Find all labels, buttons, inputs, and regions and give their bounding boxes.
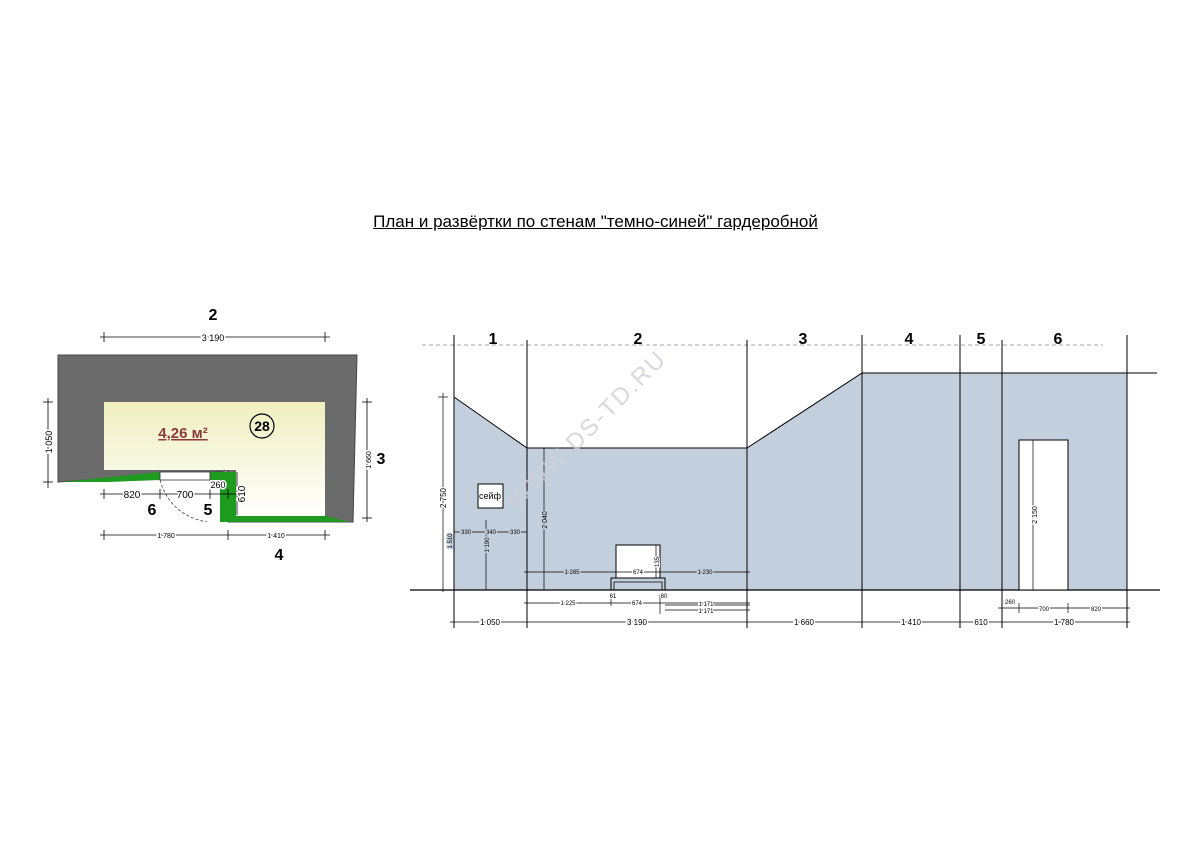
elevation-section-number-6: 6	[1054, 331, 1063, 348]
elevation-safe	[477, 483, 504, 509]
elev-dim-row2-1225: 1 225	[560, 601, 576, 607]
elev-dim-safe-340: 340	[486, 530, 497, 536]
plan-wall-label-right: 3	[377, 451, 386, 468]
elev-dim-bottom-1050: 1 050	[480, 618, 501, 627]
plan-dim-bottom-left: 1 780	[157, 533, 175, 540]
plan-wall-label-bottom-mid: 5	[204, 502, 213, 519]
elev-dim-row2-674: 674	[632, 601, 643, 607]
elevation-section-number-1: 1	[489, 331, 498, 348]
elev-dim-height-1190: 1 190	[485, 537, 491, 553]
plan-dim-610: 610	[237, 485, 248, 502]
elev-dim-row1-1230: 1 230	[697, 570, 713, 576]
elev-dim-bottom-610: 610	[974, 618, 988, 627]
elev-dim-row2-1171b: 1 171	[698, 609, 714, 615]
plan-door-swing	[159, 479, 208, 523]
elev-dim-bottom-3190: 3 190	[627, 618, 648, 627]
elev-dim-bottom-1410: 1 410	[901, 618, 922, 627]
elev-dim-box-height: 135	[655, 556, 661, 567]
elev-dim-safe-330a: 330	[461, 530, 472, 536]
plan-dim-260: 260	[210, 480, 225, 490]
plan-dim-820: 820	[124, 490, 141, 501]
plan-dim-700: 700	[177, 490, 194, 501]
elev-dim-row1-1285: 1 285	[564, 570, 580, 576]
plan-dim-right: 1 660	[366, 451, 373, 469]
plan-green-panel-left	[62, 472, 160, 482]
elevation-box	[615, 544, 661, 579]
plan-green-panel-mid	[210, 472, 350, 522]
elevation-box-inner	[613, 581, 663, 590]
plan-floor	[104, 402, 325, 516]
elev-dim-row2-80: 80	[661, 594, 668, 600]
elev-dim-door-820: 820	[1091, 607, 1102, 613]
elevation-section-number-3: 3	[799, 331, 808, 348]
elev-dim-height-2040: 2 040	[542, 511, 549, 529]
plan-door-frame	[159, 471, 211, 481]
elev-dim-height-2150: 2 150	[1032, 506, 1039, 524]
elev-dim-bottom-1780: 1 780	[1054, 618, 1075, 627]
elev-dim-bottom-1660: 1 660	[794, 618, 815, 627]
plan-wall-label-bottom-left: 6	[148, 502, 157, 519]
elevation-door-opening	[1018, 439, 1069, 591]
plan-dim-left: 1 050	[44, 431, 54, 454]
elev-dim-safe-330b: 330	[510, 530, 521, 536]
floor-plan: 4,26 м² 28 2 3 4 6 5	[43, 307, 386, 564]
plan-area-label: 4,26 м²	[158, 425, 207, 442]
plan-wall-label-top: 2	[209, 307, 218, 324]
elev-dim-height-1510: 1 510	[448, 533, 454, 549]
plan-dimensions	[43, 332, 372, 540]
elevation-safe-label: сейф	[479, 491, 502, 501]
elev-dim-height-left: 2 750	[439, 487, 448, 508]
plan-room-number-circle	[249, 413, 275, 439]
elev-dim-row2-61: 61	[610, 594, 617, 600]
elevation-section-number-4: 4	[905, 331, 914, 348]
elevation-section-number-2: 2	[634, 331, 643, 348]
elevation-dimensions	[438, 393, 1130, 623]
plan-dim-bottom-right: 1 410	[267, 533, 285, 540]
elev-dim-row2-1171a: 1 171	[698, 602, 714, 608]
plan-room-number: 28	[254, 418, 270, 434]
elev-dim-door-700: 700	[1039, 607, 1050, 613]
elev-dim-row1-674: 674	[633, 570, 644, 576]
plan-dim-top: 3 190	[202, 333, 225, 343]
wall-elevation: сейф 1 2 3 4 5 6	[410, 331, 1160, 629]
elevation-section-number-5: 5	[977, 331, 986, 348]
page-title: План и развёртки по стенам "темно-синей"…	[373, 212, 818, 231]
elevation-box-base	[610, 577, 666, 590]
plan-wall-label-bottom: 4	[275, 547, 284, 564]
elev-dim-door-260: 260	[1005, 600, 1016, 606]
